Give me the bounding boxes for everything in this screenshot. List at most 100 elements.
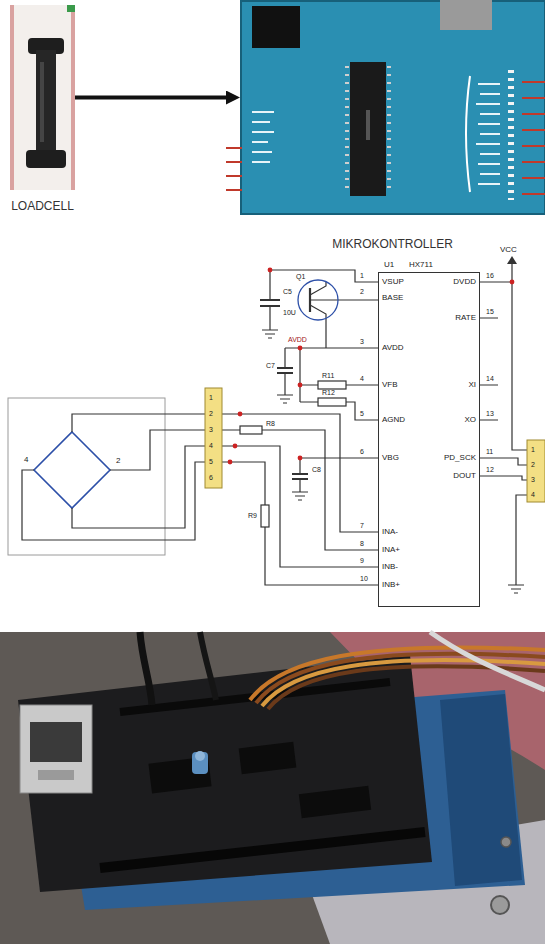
connector-pin: 3: [209, 426, 213, 434]
ground-symbol: [262, 330, 278, 338]
vcc-arrow: [507, 256, 517, 264]
connector-pin: 2: [209, 410, 213, 418]
microcontroller-board: [226, 148, 242, 190]
part-name: C7: [266, 362, 275, 370]
pin-number: 10: [360, 575, 368, 583]
pin-number: 8: [360, 540, 364, 548]
hardware-photo: [200, 632, 216, 700]
part-name: C8: [312, 466, 321, 474]
junction-dot: [268, 268, 273, 273]
part-name: Q1: [296, 273, 305, 281]
pin-number: 4: [360, 375, 364, 383]
pin-name: INB+: [382, 580, 400, 590]
wire: [22, 462, 205, 540]
pin-number: 13: [486, 410, 494, 418]
capacitor-symbol: [292, 474, 308, 479]
load-cell-photo: [10, 5, 75, 190]
microcontroller-board: [522, 82, 545, 194]
wire: [72, 446, 205, 528]
wire: [300, 458, 378, 492]
part-name: R8: [266, 420, 275, 428]
pin-name: VSUP: [382, 277, 404, 287]
connector-pin: 4: [531, 491, 535, 499]
terminal-number: 4: [24, 455, 28, 465]
pin-number: 14: [486, 375, 494, 383]
wire: [222, 446, 378, 567]
junction-dot: [510, 280, 515, 285]
wire: [270, 270, 378, 282]
wire: [72, 414, 205, 432]
pin-name: INB-: [382, 562, 398, 572]
capacitor-symbol: [277, 368, 293, 373]
connector-pin: 6: [209, 474, 213, 482]
microcontroller-board: [345, 66, 349, 194]
part-name: R12: [322, 389, 335, 397]
connector-symbol: [527, 440, 545, 502]
hardware-photo: [299, 786, 371, 818]
net-label: AVDD: [288, 336, 307, 344]
resistor-symbol: [261, 505, 269, 527]
hardware-photo: [38, 770, 74, 780]
pin-name: VBG: [382, 453, 399, 463]
hardware-photo: [30, 722, 82, 762]
load-cell-photo: [36, 50, 56, 154]
pin-number: 9: [360, 557, 364, 565]
connector-pin: 3: [531, 476, 535, 484]
wire: [110, 430, 205, 470]
microcontroller-board: [366, 110, 370, 140]
wire: [512, 262, 527, 450]
bridge-symbol: [34, 432, 110, 508]
component-caption: LOADCELL: [11, 199, 74, 213]
pin-name: RATE: [455, 313, 476, 323]
microcontroller-board: [440, 0, 492, 30]
wire: [222, 414, 378, 532]
load-cell-photo: [10, 5, 75, 190]
resistor-symbol: [240, 381, 346, 527]
hardware-photo: [100, 832, 425, 868]
junction-dot: [233, 444, 238, 449]
wire: [222, 430, 378, 550]
hardware-photo: [140, 632, 152, 705]
hardware-photo: [491, 896, 509, 914]
microcontroller-board: [226, 0, 545, 214]
hardware-photo: [0, 632, 545, 944]
pin-name: AVDD: [382, 343, 404, 353]
load-cell-photo: [10, 5, 14, 190]
load-cell-photo: [40, 62, 44, 142]
hardware-photo: [0, 632, 545, 944]
component-caption: MIKROKONTROLLER: [332, 237, 453, 251]
terminal-number: 2: [116, 456, 120, 466]
part-name: R9: [248, 512, 257, 520]
transistor-symbol: [298, 280, 338, 320]
pin-number: 1: [360, 272, 364, 280]
connector-pin: 2: [531, 461, 535, 469]
ground-symbol: [277, 395, 293, 403]
load-cell-photo: LOADCELL: [10, 5, 75, 190]
wire: [299, 348, 300, 402]
load-cell-photo: [67, 5, 75, 12]
resistor-symbol: [240, 426, 262, 434]
pin-name: XO: [464, 415, 476, 425]
transistor-symbol: [298, 280, 338, 320]
net-label: VCC: [500, 245, 517, 255]
hardware-photo: [430, 632, 545, 690]
ground-symbol: [292, 492, 308, 500]
wire: [310, 282, 326, 295]
hardware-photo: [501, 837, 511, 847]
pin-name: VFB: [382, 380, 398, 390]
connector-pin: 4: [209, 442, 213, 450]
hardware-photo: [440, 694, 522, 886]
wire: [516, 495, 527, 585]
microcontroller-board: [252, 112, 274, 162]
pin-name: INA+: [382, 545, 400, 555]
pin-name: DVDD: [453, 277, 476, 287]
transistor-symbol: [309, 288, 311, 312]
junction-dot: [298, 456, 303, 461]
microcontroller-board: [476, 84, 500, 184]
pin-number: 5: [360, 410, 364, 418]
pin-number: 11: [486, 448, 493, 456]
microcontroller-board: [466, 76, 470, 192]
resistor-symbol: [318, 398, 346, 406]
microcontroller-board: [252, 6, 300, 48]
